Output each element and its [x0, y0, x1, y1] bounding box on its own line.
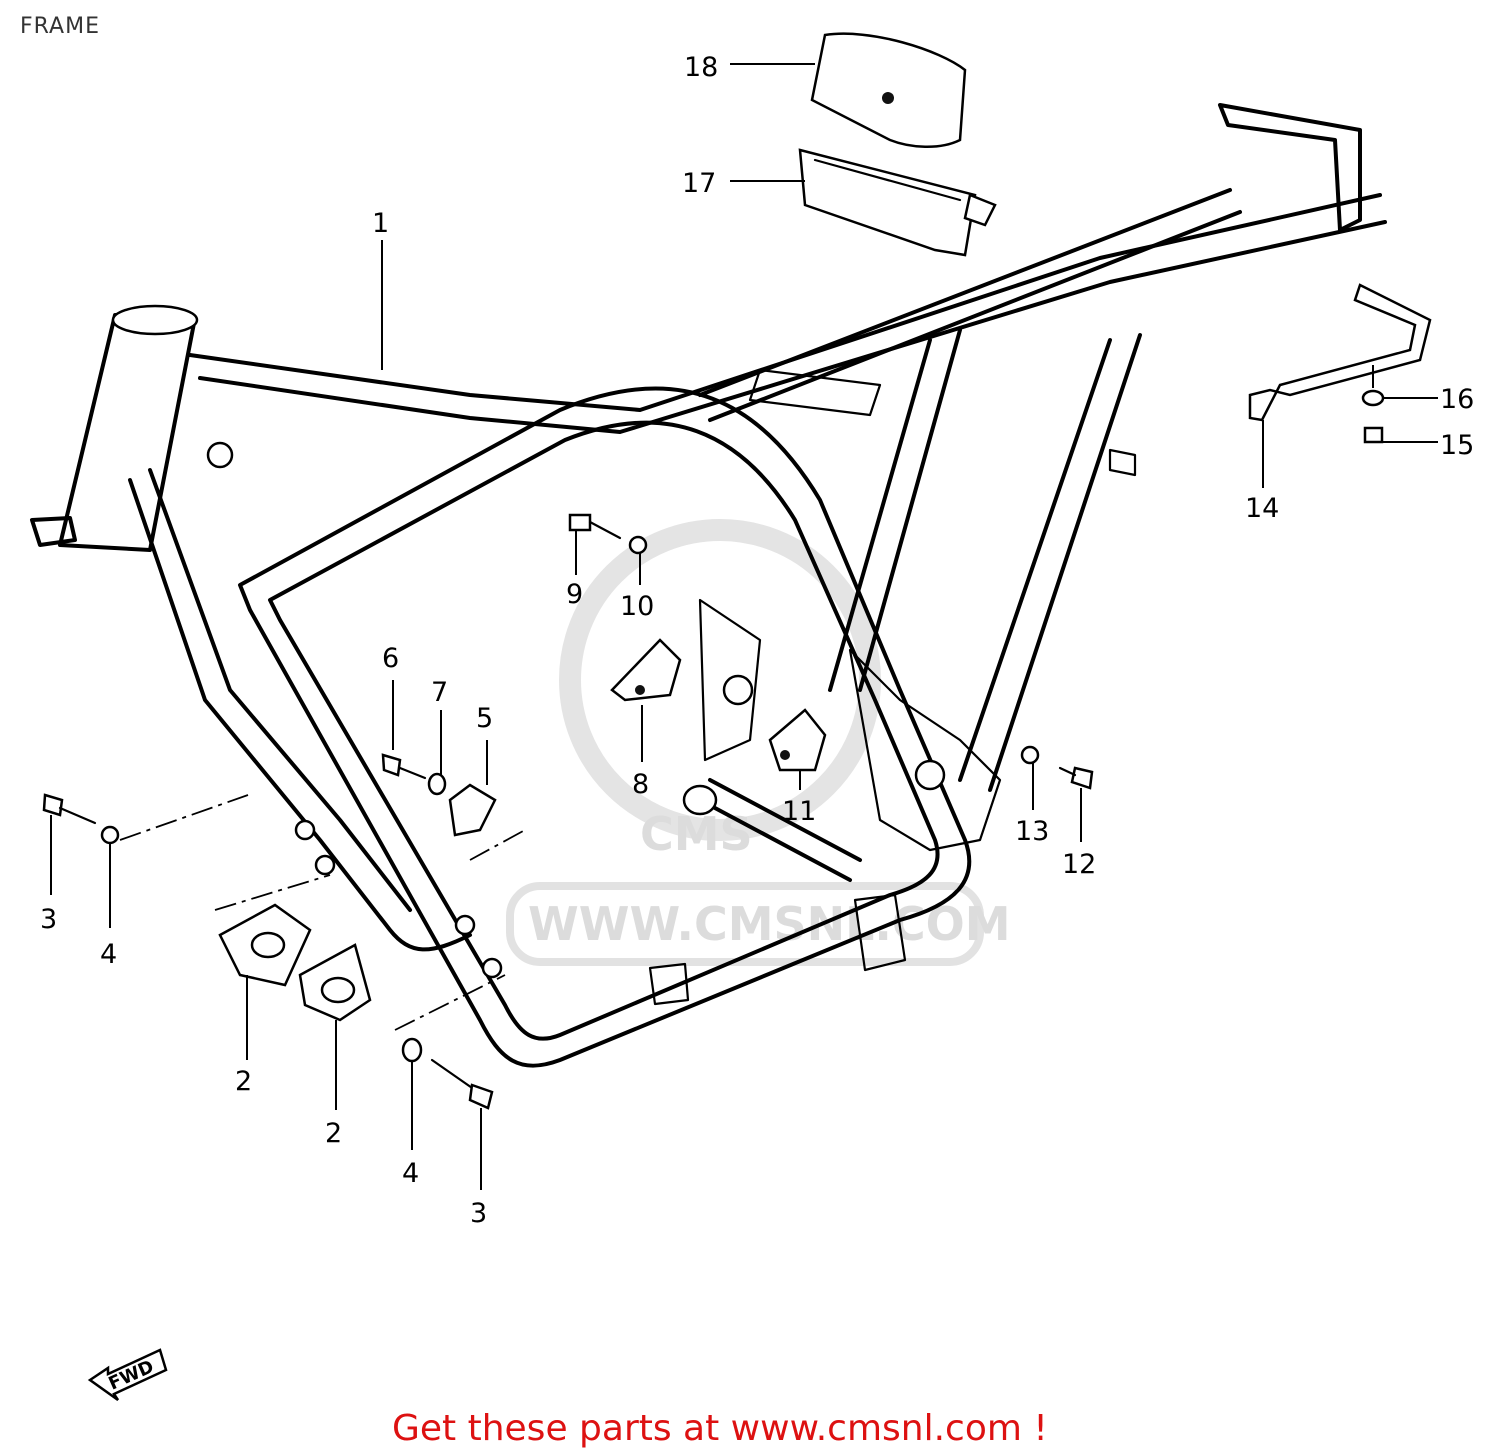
callout-9: 9	[566, 579, 583, 610]
callout-4-bottom: 4	[402, 1158, 419, 1189]
callout-13: 13	[1015, 816, 1049, 847]
watermark: CMS WWW.CMSNL.COM	[506, 519, 1011, 966]
callout-4-left: 4	[100, 939, 117, 970]
callout-5: 5	[476, 703, 493, 734]
callout-6: 6	[382, 643, 399, 674]
hardware	[42, 389, 1385, 1110]
main-frame	[30, 103, 1387, 1068]
part-14-bracket	[1248, 283, 1432, 422]
footer-link[interactable]: Get these parts at www.cmsnl.com !	[392, 1408, 1048, 1449]
assembly-lines	[119, 794, 526, 1031]
callout-12: 12	[1062, 849, 1096, 880]
callout-2-left: 2	[235, 1066, 252, 1097]
forward-arrow-icon: FWD	[87, 1348, 168, 1402]
callout-10: 10	[620, 591, 654, 622]
callout-3-left: 3	[40, 904, 57, 935]
callout-17: 17	[682, 168, 716, 199]
callout-14: 14	[1245, 493, 1279, 524]
watermark-logo: CMS	[640, 807, 753, 861]
callout-16: 16	[1440, 384, 1474, 415]
callout-3-bottom: 3	[470, 1198, 487, 1229]
page-title: FRAME	[20, 14, 100, 39]
callout-2-right: 2	[325, 1118, 342, 1149]
callout-1: 1	[372, 208, 389, 239]
callout-11: 11	[782, 796, 816, 827]
callout-18: 18	[684, 52, 718, 83]
leader-lines	[50, 63, 1438, 1190]
callout-8: 8	[632, 769, 649, 800]
callout-labels: 1 2 2 3 3 4 4 5 6 7 8 9 10 11 12 13 14 1…	[40, 52, 1474, 1229]
watermark-text: WWW.CMSNL.COM	[528, 897, 1011, 951]
part-18-cover	[810, 32, 967, 148]
callout-7: 7	[431, 677, 448, 708]
part-17-tray	[798, 148, 997, 257]
callout-15: 15	[1440, 430, 1474, 461]
